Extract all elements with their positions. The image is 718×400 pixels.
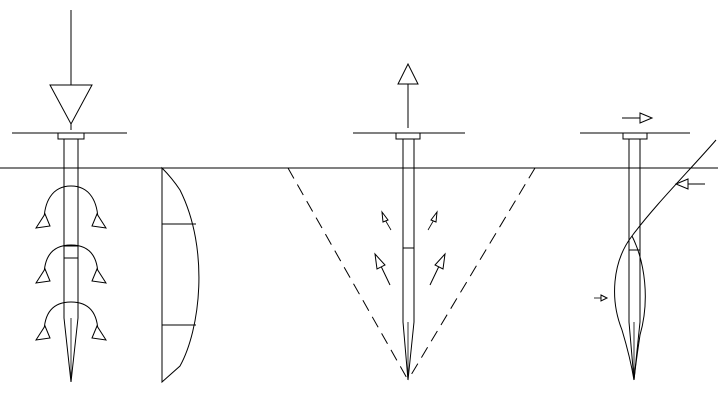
pile-head	[57, 132, 85, 140]
pile-head	[395, 132, 421, 140]
lateral-panel	[580, 112, 717, 381]
resistance-arrows	[374, 210, 446, 286]
pile-shaft	[628, 139, 641, 381]
soil-reaction-curve	[614, 139, 717, 381]
pile-head	[622, 132, 648, 140]
friction-distribution	[161, 166, 200, 384]
failure-cone	[287, 167, 536, 381]
pressure-bulb-arrows	[34, 185, 108, 341]
pile-shaft	[402, 139, 415, 381]
left-arrow-icon	[674, 178, 705, 190]
down-arrow-icon	[49, 10, 93, 130]
pile-shaft	[63, 139, 79, 383]
up-arrow-icon	[397, 62, 419, 128]
uplift-panel	[287, 62, 536, 381]
right-arrow-icon	[622, 112, 654, 124]
compression-panel	[12, 10, 200, 384]
small-right-arrow-icon	[594, 294, 609, 302]
